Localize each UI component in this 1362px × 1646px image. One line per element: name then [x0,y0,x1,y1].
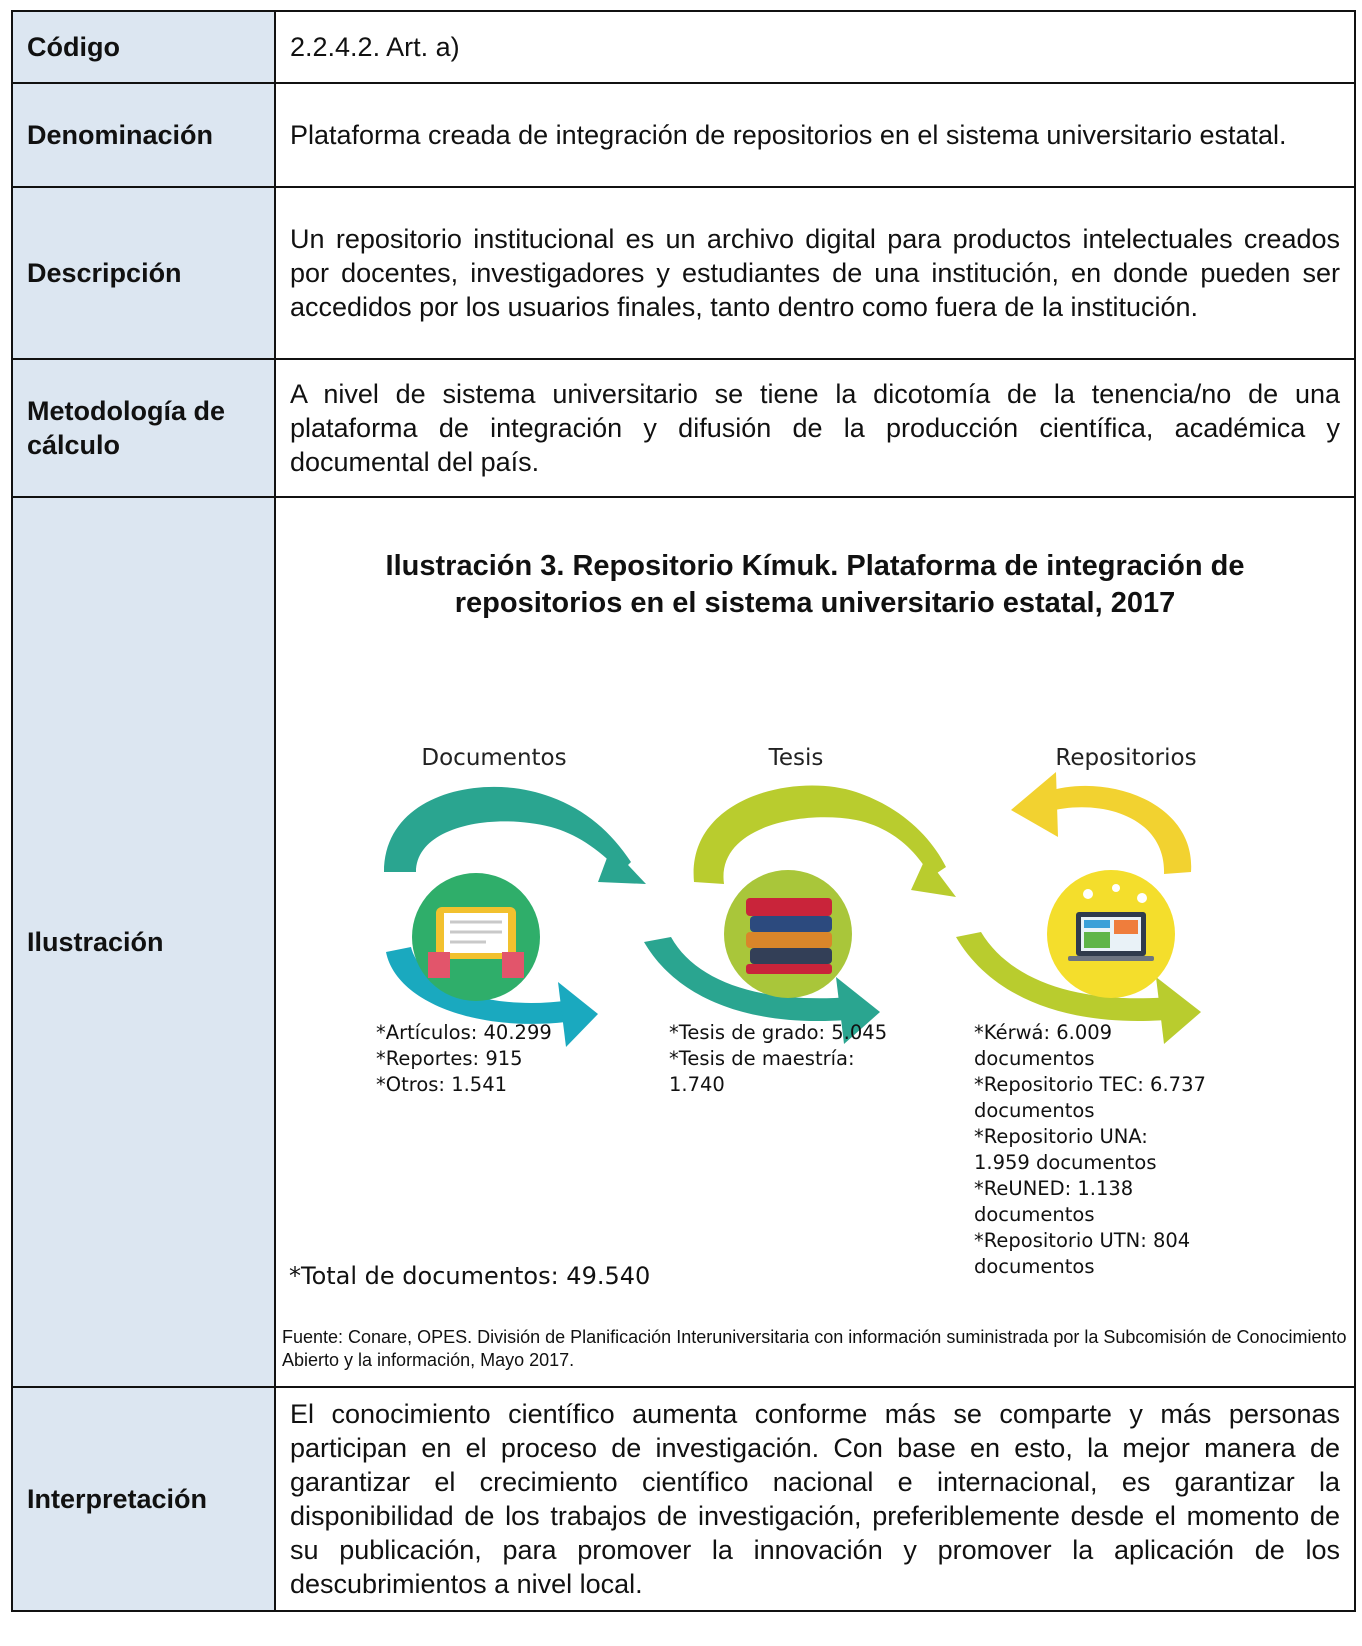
label-metodologia: Metodología de cálculo [11,358,276,498]
tesis-arrows [644,785,956,1044]
documentos-arrows [384,786,646,1047]
label-descripcion: Descripción [11,186,276,360]
infographic: Documentos Tesis Repositorios *Artículos… [276,622,1354,1322]
value-metodologia: A nivel de sistema universitario se tien… [274,358,1356,498]
stats-documentos: *Artículos: 40.299 *Reportes: 915 *Otros… [376,1021,552,1096]
column-title-tesis: Tesis [768,745,824,771]
total-documentos: *Total de documentos: 49.540 [289,1262,651,1290]
stats-tesis: *Tesis de grado: 5.045 *Tesis de maestrí… [669,1021,888,1096]
value-denominacion: Plataforma creada de integración de repo… [274,82,1356,188]
label-denominacion: Denominación [11,82,276,188]
repositorios-arrows [956,772,1201,1044]
label-ilustracion: Ilustración [11,496,276,1388]
column-title-documentos: Documentos [421,745,567,771]
row-ilustracion: Ilustración Ilustración 3. Repositorio K… [11,496,1356,1388]
computer-screen-icon [1047,870,1175,998]
value-interpretacion: El conocimiento científico aumenta confo… [274,1386,1356,1612]
stats-repositorios: *Kérwá: 6.009 documentos *Repositorio TE… [974,1021,1206,1278]
row-denominacion: Denominación Plataforma creada de integr… [11,82,1356,188]
row-descripcion: Descripción Un repositorio institucional… [11,186,1356,360]
illustration-cell: Ilustración 3. Repositorio Kímuk. Plataf… [274,496,1356,1388]
tablet-reading-icon [412,873,540,1001]
row-metodologia: Metodología de cálculo A nivel de sistem… [11,358,1356,498]
value-codigo: 2.2.4.2. Art. a) [274,10,1356,84]
indicator-sheet: Código 2.2.4.2. Art. a) Denominación Pla… [11,10,1356,1612]
illustration-title: Ilustración 3. Repositorio Kímuk. Plataf… [385,550,1245,619]
row-codigo: Código 2.2.4.2. Art. a) [11,10,1356,84]
label-interpretacion: Interpretación [11,1386,276,1612]
books-stack-icon [724,870,852,998]
value-descripcion: Un repositorio institucional es un archi… [274,186,1356,360]
row-interpretacion: Interpretación El conocimiento científic… [11,1386,1356,1612]
column-title-repositorios: Repositorios [1055,745,1197,771]
label-codigo: Código [11,10,276,84]
source-note: Fuente: Conare, OPES. División de Planif… [282,1327,1347,1370]
infographic-graphic [384,772,1201,1047]
